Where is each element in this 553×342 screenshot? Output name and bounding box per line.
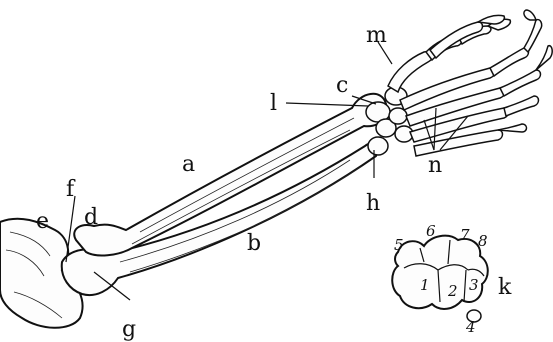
label-k: k	[498, 275, 512, 300]
carpal-number-8: 8	[478, 232, 488, 250]
label-e: e	[36, 209, 49, 234]
carpal-number-5: 5	[394, 236, 404, 254]
label-n: n	[428, 153, 442, 178]
ulna-bone	[62, 144, 377, 295]
carpal-number-2: 2	[447, 282, 458, 300]
carpal-number-6: 6	[426, 222, 436, 240]
carpal-number-3: 3	[469, 276, 479, 294]
label-l: l	[270, 91, 277, 116]
label-d: d	[84, 205, 98, 230]
label-b: b	[247, 231, 261, 256]
label-a: a	[182, 152, 195, 177]
label-h: h	[366, 191, 380, 216]
carpal-number-1: 1	[420, 276, 430, 294]
carpal-number-7: 7	[460, 226, 470, 244]
label-g: g	[122, 317, 136, 342]
carpal-number-4: 4	[465, 318, 476, 336]
label-c: c	[336, 73, 348, 98]
label-m: m	[366, 23, 387, 48]
hand-bones	[388, 10, 552, 156]
